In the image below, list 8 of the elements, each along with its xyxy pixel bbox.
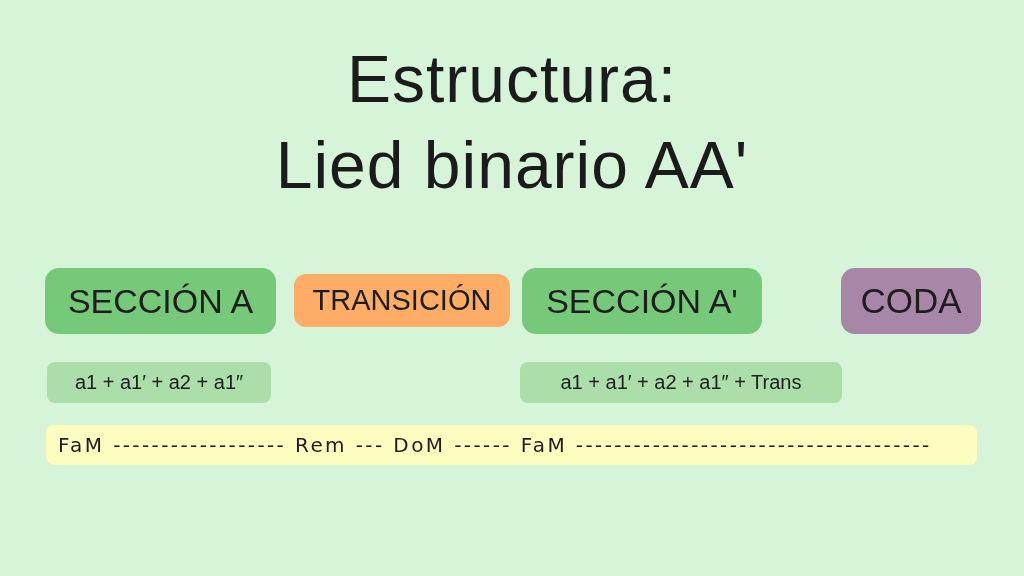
phrase-formula-card: a1 + a1′ + a2 + a1″: [47, 362, 271, 403]
coda-card: CODA: [841, 268, 981, 334]
section-card: SECCIÓN A': [522, 268, 762, 334]
section-card: SECCIÓN A: [45, 268, 276, 334]
transition-card: TRANSICIÓN: [294, 274, 510, 327]
title: Estructura: Lied binario AA': [274, 41, 750, 204]
key-sequence-band: FaM ------------------ Rem --- DoM ------ FaM -------------------------------------: [46, 425, 977, 465]
phrase-formula-card: a1 + a1′ + a2 + a1″ + Trans: [520, 362, 842, 403]
